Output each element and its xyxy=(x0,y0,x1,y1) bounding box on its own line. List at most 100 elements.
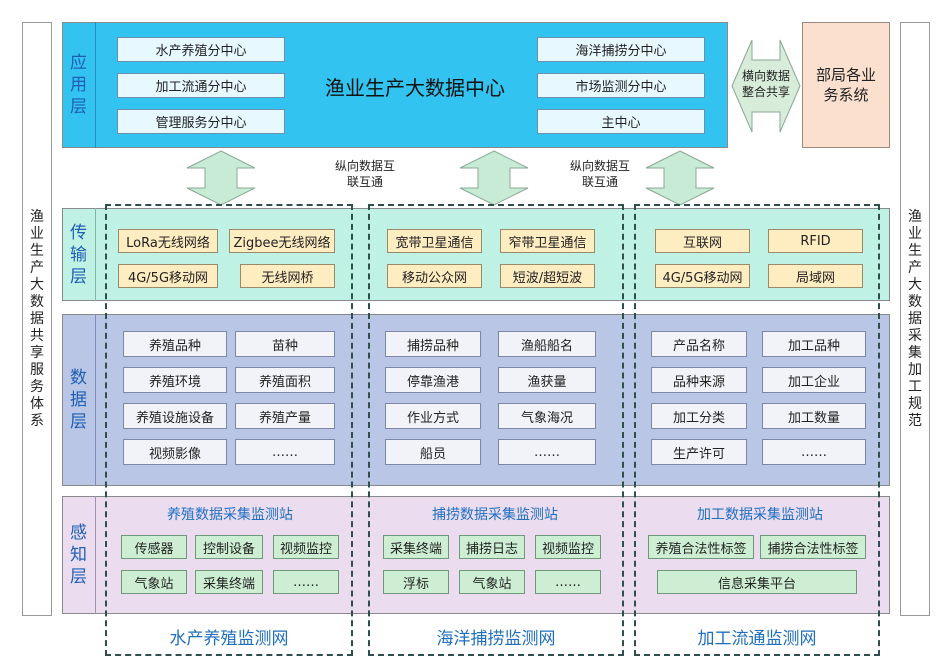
network-label-aquaculture: 水产养殖监测网 xyxy=(169,629,289,649)
data-item: …… xyxy=(498,439,596,465)
trans-item: RFID xyxy=(768,229,863,253)
sense-item: 采集终端 xyxy=(383,535,449,559)
sense-item: 气象站 xyxy=(459,570,525,594)
trans-item: Zigbee无线网络 xyxy=(229,229,335,253)
vertical-arrow-3 xyxy=(645,150,715,206)
network-label-processing: 加工流通监测网 xyxy=(697,629,817,649)
left-side-char: 共 xyxy=(30,327,44,344)
trans-item: 4G/5G移动网 xyxy=(118,264,218,288)
vertical-arrow-1 xyxy=(186,150,256,206)
left-side-char: 务 xyxy=(30,378,44,395)
left-side-char: 服 xyxy=(30,361,44,378)
left-side-char: 享 xyxy=(30,344,44,361)
sense-item: 养殖合法性标签 xyxy=(648,535,754,559)
sense-item: 信息采集平台 xyxy=(657,570,857,594)
data-item: 品种来源 xyxy=(651,367,747,393)
network-group-aquaculture xyxy=(105,204,353,656)
vertical-note-2: 纵向数据互联互通 xyxy=(570,159,631,189)
right-side-char: 渔 xyxy=(908,208,922,225)
data-item: 生产许可 xyxy=(651,439,747,465)
sense-item: 视频监控 xyxy=(273,535,339,559)
data-item: 加工企业 xyxy=(762,367,866,393)
data-item: 养殖面积 xyxy=(235,367,335,393)
data-item: 加工数量 xyxy=(762,403,866,429)
sense-item: 气象站 xyxy=(121,570,187,594)
trans-item: 宽带卫星通信 xyxy=(387,229,482,253)
right-side-char: 加 xyxy=(908,361,922,378)
data-item: 捕捞品种 xyxy=(385,331,481,357)
sense-item: 传感器 xyxy=(121,535,187,559)
network-group-processing xyxy=(634,204,880,656)
data-item: 船员 xyxy=(385,439,481,465)
sense-item: 捕捞日志 xyxy=(459,535,525,559)
data-layer-label: 数据层 xyxy=(62,314,96,486)
right-side-char: 采 xyxy=(908,327,922,344)
data-item: 养殖环境 xyxy=(123,367,227,393)
sense-item: 视频监控 xyxy=(535,535,601,559)
left-side-char: 产 xyxy=(30,259,44,276)
layer-label-char: 知 xyxy=(70,545,87,565)
data-item: 视频影像 xyxy=(123,439,227,465)
data-item: 养殖品种 xyxy=(123,331,227,357)
sense-item: 采集终端 xyxy=(195,570,263,594)
data-item: 渔船船名 xyxy=(498,331,596,357)
trans-item: LoRa无线网络 xyxy=(118,229,218,253)
station-title-fishing: 捕捞数据采集监测站 xyxy=(432,507,558,523)
data-item: …… xyxy=(762,439,866,465)
left-side-char: 大 xyxy=(30,276,44,293)
data-item: 加工品种 xyxy=(762,331,866,357)
layer-label-char: 数 xyxy=(70,368,87,388)
left-side-char: 据 xyxy=(30,310,44,327)
data-item: 养殖产量 xyxy=(235,403,335,429)
data-item: 苗种 xyxy=(235,331,335,357)
data-item: 渔获量 xyxy=(498,367,596,393)
layer-label-char: 层 xyxy=(70,97,87,117)
sense-item: 捕捞合法性标签 xyxy=(760,535,866,559)
right-side-char: 生 xyxy=(908,242,922,259)
data-item: 气象海况 xyxy=(498,403,596,429)
horizontal-share-text: 横向数据整合共享 xyxy=(741,69,790,99)
data-item: …… xyxy=(235,439,335,465)
layer-label-char: 感 xyxy=(70,523,87,543)
sense-item: …… xyxy=(535,570,601,594)
layer-label-char: 输 xyxy=(70,244,87,265)
trans-item: 互联网 xyxy=(655,229,750,253)
right-side-char: 业 xyxy=(908,225,922,242)
left-side-char: 系 xyxy=(30,412,44,429)
sense-item: 控制设备 xyxy=(195,535,263,559)
right-side-char: 产 xyxy=(908,259,922,276)
layer-label-char: 层 xyxy=(70,567,87,587)
trans-item: 窄带卫星通信 xyxy=(500,229,595,253)
app-sub-center-5: 市场监测分中心 xyxy=(537,73,705,98)
sense-item: …… xyxy=(273,570,339,594)
left-side-panel: 渔业生产大数据共享服务体系 xyxy=(22,22,52,616)
trans-item: 4G/5G移动网 xyxy=(655,264,750,288)
right-side-char: 据 xyxy=(908,310,922,327)
right-side-char: 集 xyxy=(908,344,922,361)
layer-label-char: 传 xyxy=(70,222,87,243)
left-side-char: 数 xyxy=(30,293,44,310)
layer-label-char: 用 xyxy=(70,75,87,95)
layer-label-char: 应 xyxy=(70,53,87,73)
station-title-aquaculture: 养殖数据采集监测站 xyxy=(167,507,293,523)
network-label-fishing: 海洋捕捞监测网 xyxy=(436,629,556,649)
vertical-arrow-2 xyxy=(459,150,529,206)
ministry-systems-box: 部局各业务系统 xyxy=(802,22,890,148)
sensing-layer-label: 感知层 xyxy=(62,496,96,614)
data-item: 停靠渔港 xyxy=(385,367,481,393)
layer-label-char: 层 xyxy=(70,412,87,432)
trans-item: 移动公众网 xyxy=(387,264,482,288)
vertical-note-1: 纵向数据互联互通 xyxy=(335,159,396,189)
sense-item: 浮标 xyxy=(383,570,449,594)
trans-item: 局域网 xyxy=(768,264,863,288)
ministry-systems-text: 部局各业务系统 xyxy=(815,66,876,104)
network-group-fishing xyxy=(368,204,624,656)
data-item: 作业方式 xyxy=(385,403,481,429)
app-sub-center-4: 海洋捕捞分中心 xyxy=(537,37,705,62)
app-sub-center-2: 加工流通分中心 xyxy=(117,73,285,98)
right-side-char: 规 xyxy=(908,395,922,412)
data-item: 产品名称 xyxy=(651,331,747,357)
right-side-char: 范 xyxy=(908,412,922,429)
trans-item: 短波/超短波 xyxy=(500,264,595,288)
station-title-processing: 加工数据采集监测站 xyxy=(697,507,823,523)
